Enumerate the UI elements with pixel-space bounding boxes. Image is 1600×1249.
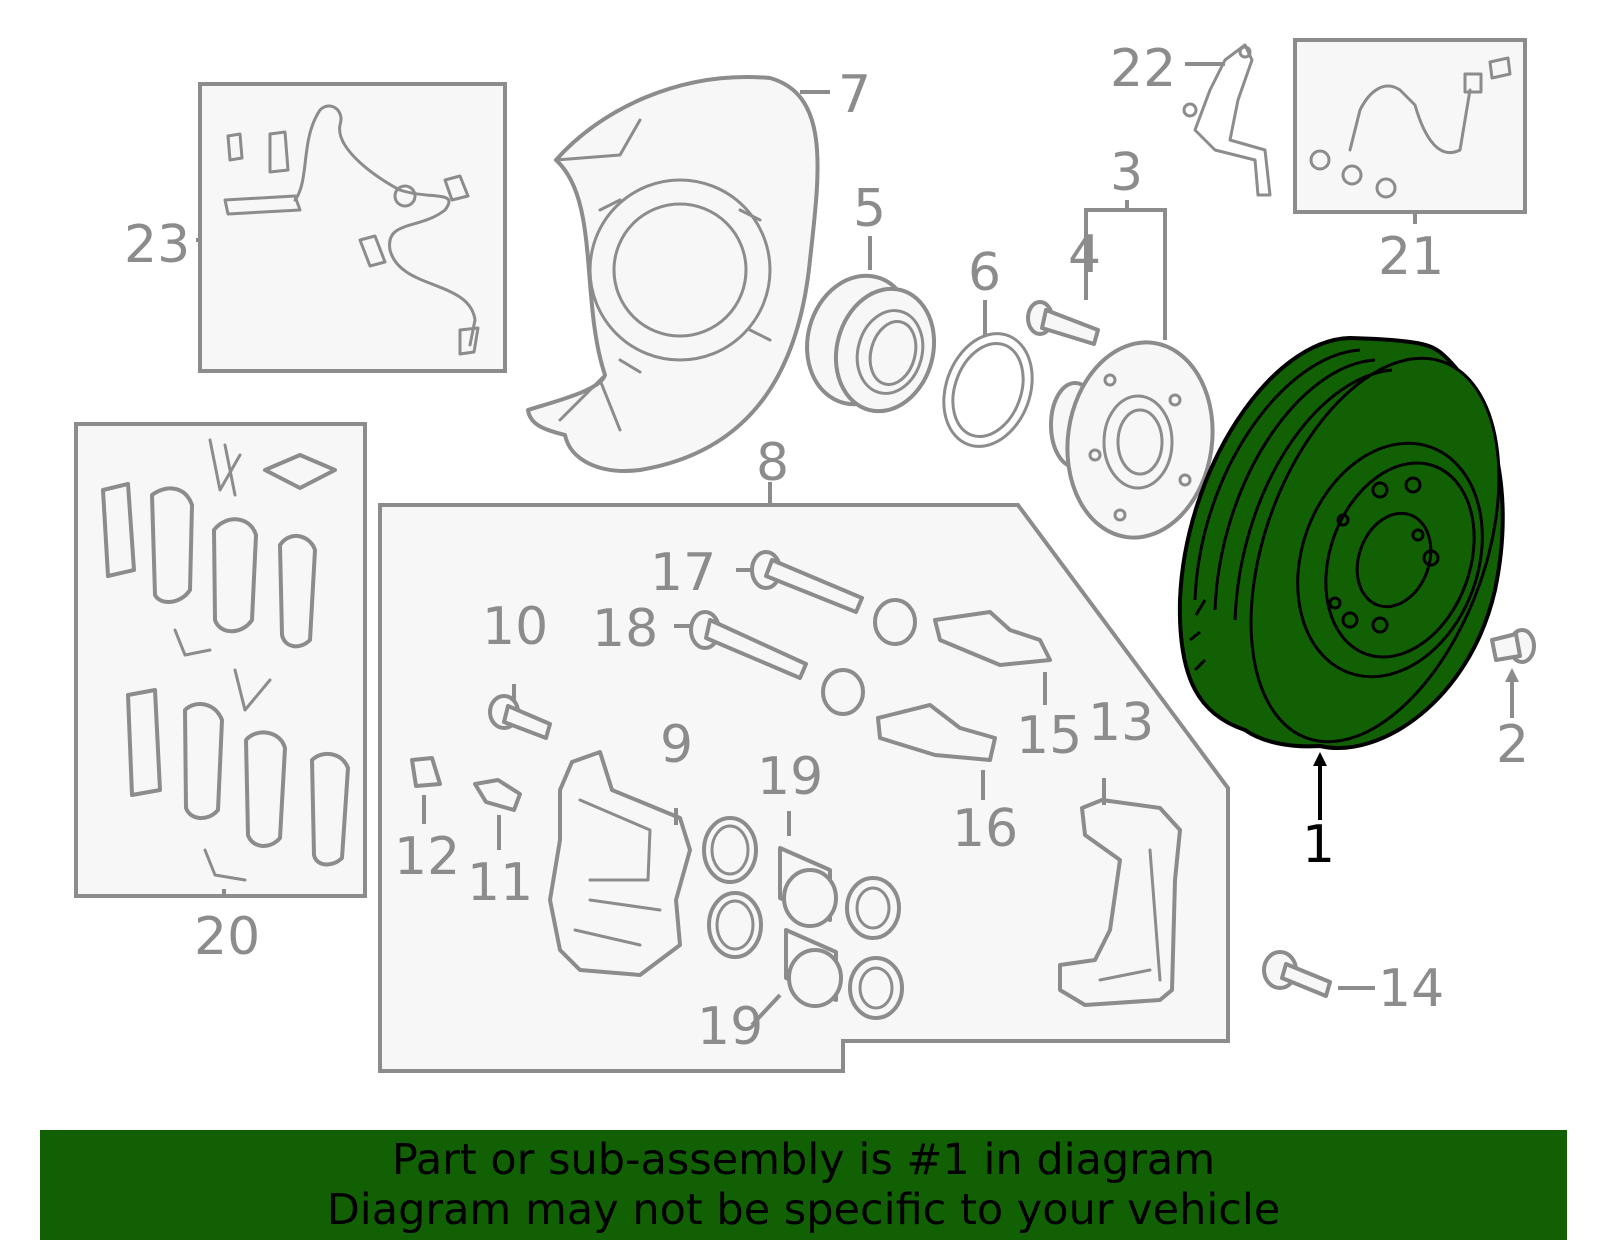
callout-10[interactable]: 10 — [482, 597, 548, 657]
part-20-pad-kit-box[interactable] — [74, 422, 367, 898]
part-5-hub-bearing[interactable] — [793, 264, 947, 423]
part-23-abs-sensor-box[interactable] — [198, 82, 507, 373]
part-12-bleeder-cap[interactable] — [410, 756, 442, 788]
callout-19-upper[interactable]: 19 — [757, 747, 823, 807]
callout-11[interactable]: 11 — [467, 853, 533, 913]
part-4-hub-bolt[interactable] — [1026, 300, 1100, 346]
part-1-brake-rotor[interactable] — [1177, 324, 1547, 775]
callout-3[interactable]: 3 — [1110, 143, 1143, 203]
part-15-pad-clip[interactable] — [933, 610, 1052, 667]
part-7-dust-shield[interactable] — [526, 75, 820, 473]
part-22-sensor-bracket[interactable] — [1182, 43, 1272, 197]
callout-2[interactable]: 2 — [1496, 715, 1529, 775]
part-16-pad-clip[interactable] — [876, 703, 997, 762]
part-9-caliper-housing[interactable] — [548, 750, 692, 977]
callout-6[interactable]: 6 — [968, 243, 1001, 303]
callout-20[interactable]: 20 — [194, 907, 260, 967]
callout-16[interactable]: 16 — [952, 799, 1018, 859]
part-8-caliper-assembly-box[interactable] — [378, 503, 1230, 1073]
part-19-piston-set-upper[interactable] — [702, 816, 901, 940]
leader-lines — [196, 62, 1519, 1027]
part-2-rotor-screw[interactable] — [1490, 628, 1536, 664]
part-3-wheel-hub[interactable] — [1049, 333, 1225, 547]
banner-line-1: Part or sub-assembly is #1 in diagram — [391, 1135, 1216, 1185]
callout-18[interactable]: 18 — [592, 599, 658, 659]
part-14-bracket-bolt[interactable] — [1262, 950, 1332, 998]
callout-12[interactable]: 12 — [394, 827, 460, 887]
banner-line-2: Diagram may not be specific to your vehi… — [326, 1185, 1281, 1235]
callout-17[interactable]: 17 — [650, 543, 716, 603]
callout-labels: 1 2 3 4 5 6 7 8 9 10 11 12 13 14 15 16 1… — [124, 39, 1529, 1057]
callout-23[interactable]: 23 — [124, 215, 190, 275]
part-17-guide-pin[interactable] — [750, 550, 917, 646]
callout-8[interactable]: 8 — [756, 433, 789, 493]
callout-21[interactable]: 21 — [1378, 227, 1444, 287]
callout-7[interactable]: 7 — [838, 65, 871, 125]
part-11-bleeder-screw[interactable] — [473, 778, 522, 812]
callout-5[interactable]: 5 — [853, 179, 886, 239]
callout-9[interactable]: 9 — [660, 715, 693, 775]
part-10-bleeder-bolt[interactable] — [488, 694, 552, 740]
callout-22[interactable]: 22 — [1110, 39, 1176, 99]
callout-13[interactable]: 13 — [1088, 693, 1154, 753]
part-21-brake-hose-box[interactable] — [1293, 38, 1527, 214]
callout-4[interactable]: 4 — [1068, 225, 1101, 285]
info-banner: Part or sub-assembly is #1 in diagram Di… — [40, 1130, 1567, 1240]
callout-14[interactable]: 14 — [1378, 959, 1444, 1019]
callout-15[interactable]: 15 — [1016, 706, 1082, 766]
callout-19-lower[interactable]: 19 — [697, 997, 763, 1057]
part-19-piston-set-lower[interactable] — [707, 891, 904, 1020]
callout-1[interactable]: 1 — [1302, 815, 1335, 875]
part-18-guide-pin[interactable] — [689, 610, 865, 716]
part-6-snap-ring[interactable] — [929, 321, 1048, 459]
